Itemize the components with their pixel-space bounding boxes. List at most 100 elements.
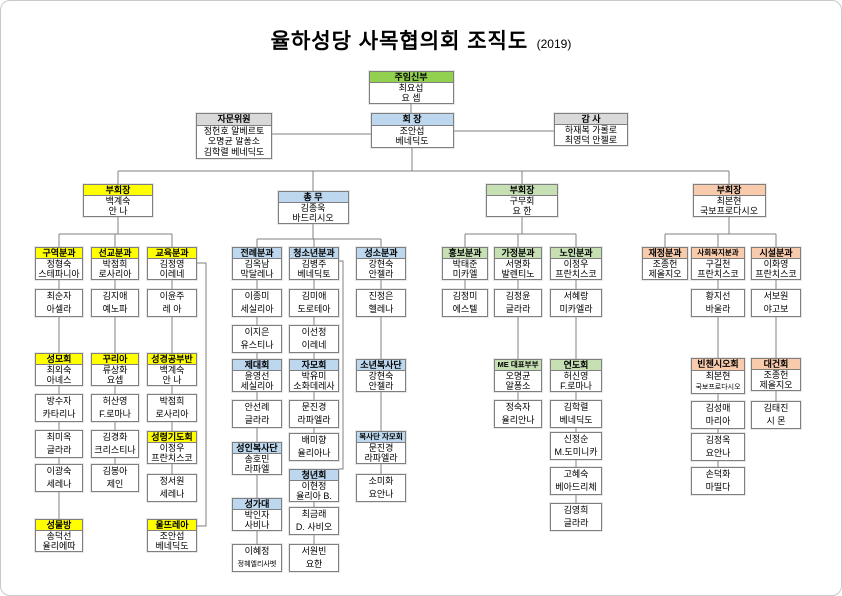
org-box-title: 성령기도회 xyxy=(148,432,196,443)
org-box-text: 세레나 xyxy=(46,479,72,489)
org-box-text: 구무회 xyxy=(509,196,535,206)
org-box-text: 안 나 xyxy=(162,375,182,385)
connector-line xyxy=(339,260,344,470)
org-box-text: 유스티나 xyxy=(240,340,274,350)
org-box-text: 헬레나 xyxy=(368,304,394,314)
org-box-title: 성경공부반 xyxy=(148,354,196,365)
org-box-text: 조종헌 xyxy=(763,370,789,380)
org-box-text: 크리스티나 xyxy=(94,445,136,455)
org-box-text: 프란치스코 xyxy=(555,269,597,279)
org-box-text: 국보프로다시오 xyxy=(700,206,758,216)
org-box-text: 율리아나 xyxy=(297,448,331,458)
org-box-text: 박태준 xyxy=(452,259,478,269)
org-box-text: 허산영 xyxy=(102,396,128,406)
org-box-text: 강현숙 xyxy=(368,371,394,381)
org-box-text: 글라라 xyxy=(505,304,531,314)
org-box-text: 허신영 xyxy=(563,371,589,381)
org-box-text: 이혜정 xyxy=(244,546,270,556)
org-box-text: 손덕화 xyxy=(705,469,731,479)
org-box-text: 글라라 xyxy=(563,518,589,528)
org-box-text: 김봉아 xyxy=(102,466,128,476)
org-box-text: 하재복 가롤로 xyxy=(564,125,618,135)
org-box-text: 문진경 xyxy=(368,443,394,453)
org-box-text: 박점희 xyxy=(102,259,128,269)
org-box-text: 이종미 xyxy=(244,291,270,301)
org-box-text: 미카엘 xyxy=(452,269,478,279)
org-box-title: 울뜨레아 xyxy=(148,520,196,531)
org-box-text: 정형숙 xyxy=(46,259,72,269)
org-box-text: 미카엘라 xyxy=(559,304,593,314)
page-title-text: 율하성당 사목협의회 조직도 xyxy=(270,30,529,53)
org-box-text: 세레나 xyxy=(159,489,185,499)
org-box-text: 프란치스코 xyxy=(697,269,739,279)
org-box-text: 안젤라 xyxy=(368,269,394,279)
org-box-text: 안젤라 xyxy=(368,381,394,391)
org-box-text: 고혜숙 xyxy=(563,469,589,479)
org-box-text: F.로마나 xyxy=(560,381,592,391)
org-box-text: 김정미 xyxy=(452,291,478,301)
org-box-text: 방수자 xyxy=(46,396,72,406)
org-box-text: D. 사비오 xyxy=(295,522,333,532)
org-box-text: 이정우 xyxy=(563,259,589,269)
org-box-text: 글라라 xyxy=(244,415,270,425)
org-box-title: 성인복사단 xyxy=(233,443,281,454)
org-box-text: 정숙자 xyxy=(505,402,531,412)
org-box-text: 안선례 xyxy=(244,402,270,412)
org-box-text: 이정우 xyxy=(159,443,185,453)
org-box-text: 요 셉 xyxy=(401,93,421,103)
org-box-text: 바울라 xyxy=(705,304,731,314)
org-box-text: 이화영 xyxy=(763,259,789,269)
org-box-title: 성물방 xyxy=(36,520,82,531)
org-box-text: 라파엘라 xyxy=(297,415,331,425)
org-box-title: 청년회 xyxy=(290,470,338,481)
org-box-title: 부회장 xyxy=(84,185,152,196)
org-box-title: 성모회 xyxy=(36,354,82,365)
org-box-text: 최요섭 xyxy=(398,83,424,93)
org-box-text: 김옥남 xyxy=(244,259,270,269)
org-box-text: 김영희 xyxy=(563,505,589,515)
org-box-title: 홍보분과 xyxy=(443,248,487,259)
org-box-text: 율리안나 xyxy=(501,415,535,425)
org-box-title: 교육분과 xyxy=(148,248,196,259)
org-box-text: 배미향 xyxy=(301,435,327,445)
org-box-text: 마띨다 xyxy=(705,482,731,492)
org-box-text: 박유미 xyxy=(301,371,327,381)
org-box-text: 아셀라 xyxy=(46,304,72,314)
org-box-text: 박점희 xyxy=(159,396,185,406)
org-box-text: 김학렬 베네딕도 xyxy=(203,147,265,158)
org-box-text: 김성매 xyxy=(705,403,731,413)
org-box-text: 최영덕 안젤로 xyxy=(564,135,618,145)
org-box-text: 최외숙 xyxy=(46,365,72,375)
org-box-title: 부회장 xyxy=(693,185,765,196)
org-box-title: 노인분과 xyxy=(551,248,601,259)
org-box-text: 베네딕도 xyxy=(155,541,189,551)
org-box-text: 베아드리체 xyxy=(555,482,597,492)
